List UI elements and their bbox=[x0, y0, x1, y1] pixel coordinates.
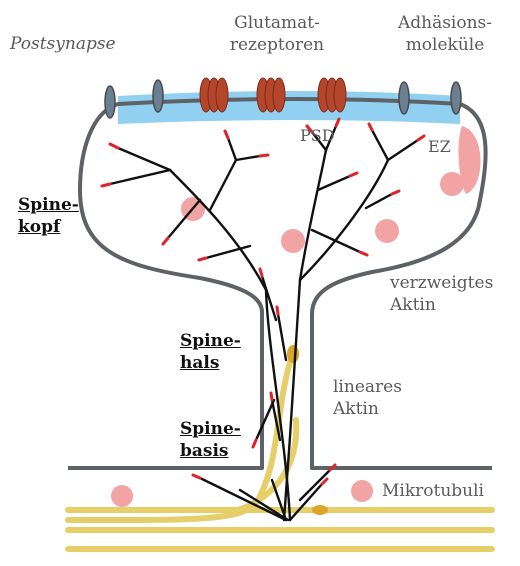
label-branched-actin-line2: Aktin bbox=[390, 294, 493, 316]
adhesion-molecule bbox=[451, 82, 461, 114]
vesicle bbox=[375, 219, 399, 243]
label-glutamate-receptors: Glutamat- rezeptoren bbox=[212, 12, 342, 56]
label-spine-base: Spine- basis bbox=[180, 418, 241, 462]
label-linear-actin-line2: Aktin bbox=[333, 398, 402, 420]
label-adhesion-line2: moleküle bbox=[390, 34, 500, 56]
vesicle bbox=[111, 485, 133, 507]
glutamate-receptor bbox=[318, 78, 346, 112]
label-adhesion-line1: Adhäsions- bbox=[390, 12, 500, 34]
label-linear-actin: lineares Aktin bbox=[333, 376, 402, 420]
label-glutamate-receptors-line2: rezeptoren bbox=[212, 34, 342, 56]
label-spine-neck: Spine- hals bbox=[180, 330, 241, 374]
label-spine-neck-line1: Spine- bbox=[180, 330, 241, 352]
label-postsynapse: Postsynapse bbox=[10, 33, 116, 55]
label-spine-neck-line2: hals bbox=[180, 352, 241, 374]
label-spine-head: Spine- kopf bbox=[18, 194, 79, 238]
vesicle bbox=[440, 172, 464, 196]
adhesion-molecule bbox=[153, 80, 163, 112]
adhesion-molecule bbox=[105, 86, 115, 118]
label-glutamate-receptors-line1: Glutamat- bbox=[212, 12, 342, 34]
label-linear-actin-line1: lineares bbox=[333, 376, 402, 398]
label-spine-head-line2: kopf bbox=[18, 216, 79, 238]
microtubules bbox=[68, 356, 492, 549]
label-ez: EZ bbox=[428, 136, 451, 158]
glutamate-receptor bbox=[200, 78, 228, 112]
label-spine-head-line1: Spine- bbox=[18, 194, 79, 216]
label-spine-base-line1: Spine- bbox=[180, 418, 241, 440]
vesicle bbox=[351, 480, 373, 502]
microtubule-end bbox=[312, 505, 328, 515]
glutamate-receptor bbox=[257, 78, 285, 112]
adhesion-molecule bbox=[399, 82, 409, 114]
label-spine-base-line2: basis bbox=[180, 440, 241, 462]
label-branched-actin-line1: verzweigtes bbox=[390, 272, 493, 294]
label-microtubules: Mikrotubuli bbox=[382, 480, 484, 502]
label-psd: PSD bbox=[300, 125, 335, 147]
label-adhesion-molecules: Adhäsions- moleküle bbox=[390, 12, 500, 56]
label-branched-actin: verzweigtes Aktin bbox=[390, 272, 493, 316]
microtubule-end bbox=[287, 345, 299, 363]
vesicle bbox=[281, 229, 305, 253]
